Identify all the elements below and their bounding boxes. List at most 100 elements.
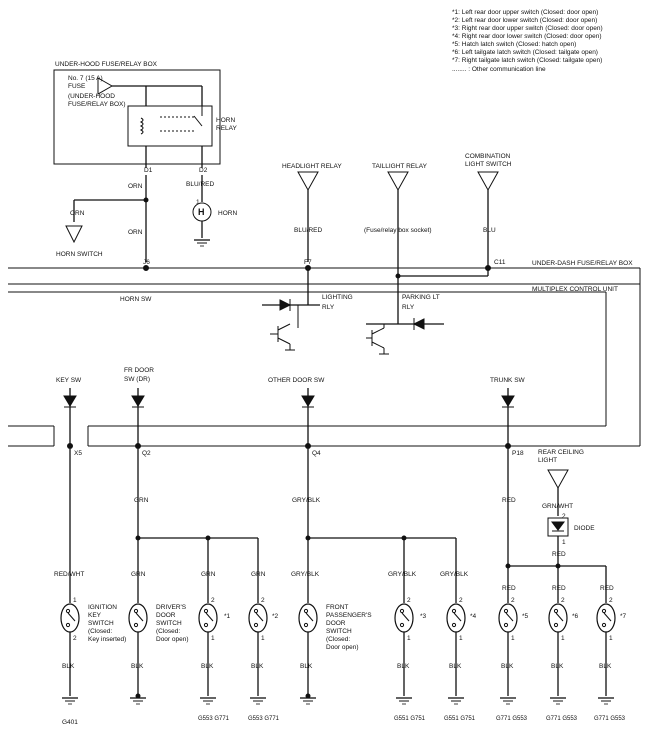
switch-blade xyxy=(67,612,76,622)
switch-pin: 2 xyxy=(561,597,565,604)
driver-switch-icon xyxy=(128,603,148,633)
switch-tag: *7 xyxy=(620,613,627,620)
switch-contact xyxy=(503,622,509,628)
switch-contact xyxy=(553,622,559,628)
parking-rly-label: RLY xyxy=(402,304,415,311)
wire-label: BLK xyxy=(62,663,75,670)
combination-label: COMBINATION xyxy=(465,153,511,160)
legend-line: *6: Left tailgate latch switch (Closed: … xyxy=(452,49,598,56)
headlight-relay-icon xyxy=(297,171,319,192)
input-diodes xyxy=(63,388,515,446)
horn-pin: 1 xyxy=(196,199,200,206)
underdash-title: UNDER-DASH FUSE/RELAY BOX xyxy=(532,260,633,267)
ignition-label: KEY xyxy=(88,612,102,619)
trunk-sw-label: TRUNK SW xyxy=(490,377,526,384)
wire-label: GRY/BLK xyxy=(292,497,321,504)
pin-x5: X5 xyxy=(74,450,82,457)
wire-label: BLK xyxy=(131,663,144,670)
legend-line: *7: Right tailgate latch switch (Closed:… xyxy=(452,57,602,64)
diode-pin: 1 xyxy=(562,539,566,546)
legend-line: ........ : Other communication line xyxy=(452,66,546,73)
wire-label: BLK xyxy=(300,663,313,670)
s3-switch-icon xyxy=(394,603,414,633)
taillight-relay-icon xyxy=(387,171,409,192)
driver-door-label: SWITCH xyxy=(156,620,182,627)
pin-d1: D1 xyxy=(144,167,153,174)
wire-label: BLK xyxy=(599,663,612,670)
pin-c11: C11 xyxy=(494,259,506,266)
legend-line: *5: Hatch latch switch (Closed: hatch op… xyxy=(452,41,576,48)
switch-contact xyxy=(133,608,139,614)
switch-pin: 2 xyxy=(73,635,77,642)
switch-pin: 1 xyxy=(211,635,215,642)
ground-label: G771 G553 xyxy=(496,716,528,722)
switch-pin: 1 xyxy=(407,635,411,642)
driver-door-label: Door open) xyxy=(156,636,189,643)
wire-label: BLU/RED xyxy=(186,181,214,188)
pin-p18: P18 xyxy=(512,450,524,457)
other-door-label: OTHER DOOR SW xyxy=(268,377,325,384)
switch-tag: *1 xyxy=(224,613,231,620)
legend-line: *4: Right rear door lower switch (Closed… xyxy=(452,33,602,40)
horn-switch-icon xyxy=(65,225,83,244)
s2-switch-icon xyxy=(248,603,268,633)
mcu-title: MULTIPLEX CONTROL UNIT xyxy=(532,286,618,293)
front-door-label: PASSENGER'S xyxy=(326,612,372,619)
switch-contact xyxy=(399,608,405,614)
horn-relay-box xyxy=(127,105,213,147)
switch-blade xyxy=(255,612,264,622)
diode-icon xyxy=(279,299,292,311)
combination-switch-icon xyxy=(477,171,499,192)
ground-label: G771 G553 xyxy=(594,716,626,722)
s1-switch-icon xyxy=(198,603,218,633)
wire-label: GRN/WHT xyxy=(542,503,573,510)
switch-pin: 2 xyxy=(211,597,215,604)
headlight-relay-label: HEADLIGHT RELAY xyxy=(282,163,342,170)
switch-contact xyxy=(303,622,309,628)
lighting-rly-label: LIGHTING xyxy=(322,294,353,301)
horn-switch-label: HORN SWITCH xyxy=(56,251,103,258)
wire-label: BLK xyxy=(551,663,564,670)
wire-label: BLK xyxy=(449,663,462,670)
driver-door-label: DOOR xyxy=(156,612,176,619)
ground-label: G401 xyxy=(62,719,78,726)
relay-coil-icon xyxy=(139,117,144,135)
switch-pin: 1 xyxy=(261,635,265,642)
switch-pin: 1 xyxy=(609,635,613,642)
switch-blade xyxy=(603,612,612,622)
ignition-switch-icon xyxy=(60,603,80,633)
front-door-label: Door open) xyxy=(326,644,359,651)
driver-door-label: DRIVER'S xyxy=(156,604,187,611)
fuse-label: FUSE xyxy=(68,83,86,90)
lighting-rly-label: RLY xyxy=(322,304,335,311)
ground-label: G553 G771 xyxy=(248,716,280,722)
switch-pin: 1 xyxy=(511,635,515,642)
pin-f7: F7 xyxy=(304,259,312,266)
wire-label: BLU xyxy=(483,227,496,234)
diode-icon xyxy=(412,318,425,330)
socket-label: (Fuse/relay box socket) xyxy=(364,227,432,234)
switch-contact xyxy=(203,622,209,628)
junction-dot xyxy=(305,693,311,699)
rear-light-label: REAR CEILING xyxy=(538,449,584,456)
wire-label: BLK xyxy=(251,663,264,670)
wire-label: GRY/BLK xyxy=(388,571,417,578)
taillight-relay-label: TAILLIGHT RELAY xyxy=(372,163,428,170)
rear-ceiling-light-icon xyxy=(547,469,569,490)
switch-contact xyxy=(65,608,71,614)
switch-pin: 1 xyxy=(459,635,463,642)
pin-q2: Q2 xyxy=(142,450,151,457)
switch-pin: 2 xyxy=(459,597,463,604)
s4-switch-icon xyxy=(446,603,466,633)
legend-line: *1: Left rear door upper switch (Closed:… xyxy=(452,9,598,16)
front-door-label: (Closed: xyxy=(326,636,350,643)
switch-contact xyxy=(601,608,607,614)
diode-pin: 2 xyxy=(562,513,566,520)
wire-label: ORN xyxy=(128,229,143,236)
horn-relay-label: HORN xyxy=(216,117,235,124)
switch-blade xyxy=(305,612,314,622)
key-sw-label: KEY SW xyxy=(56,377,82,384)
